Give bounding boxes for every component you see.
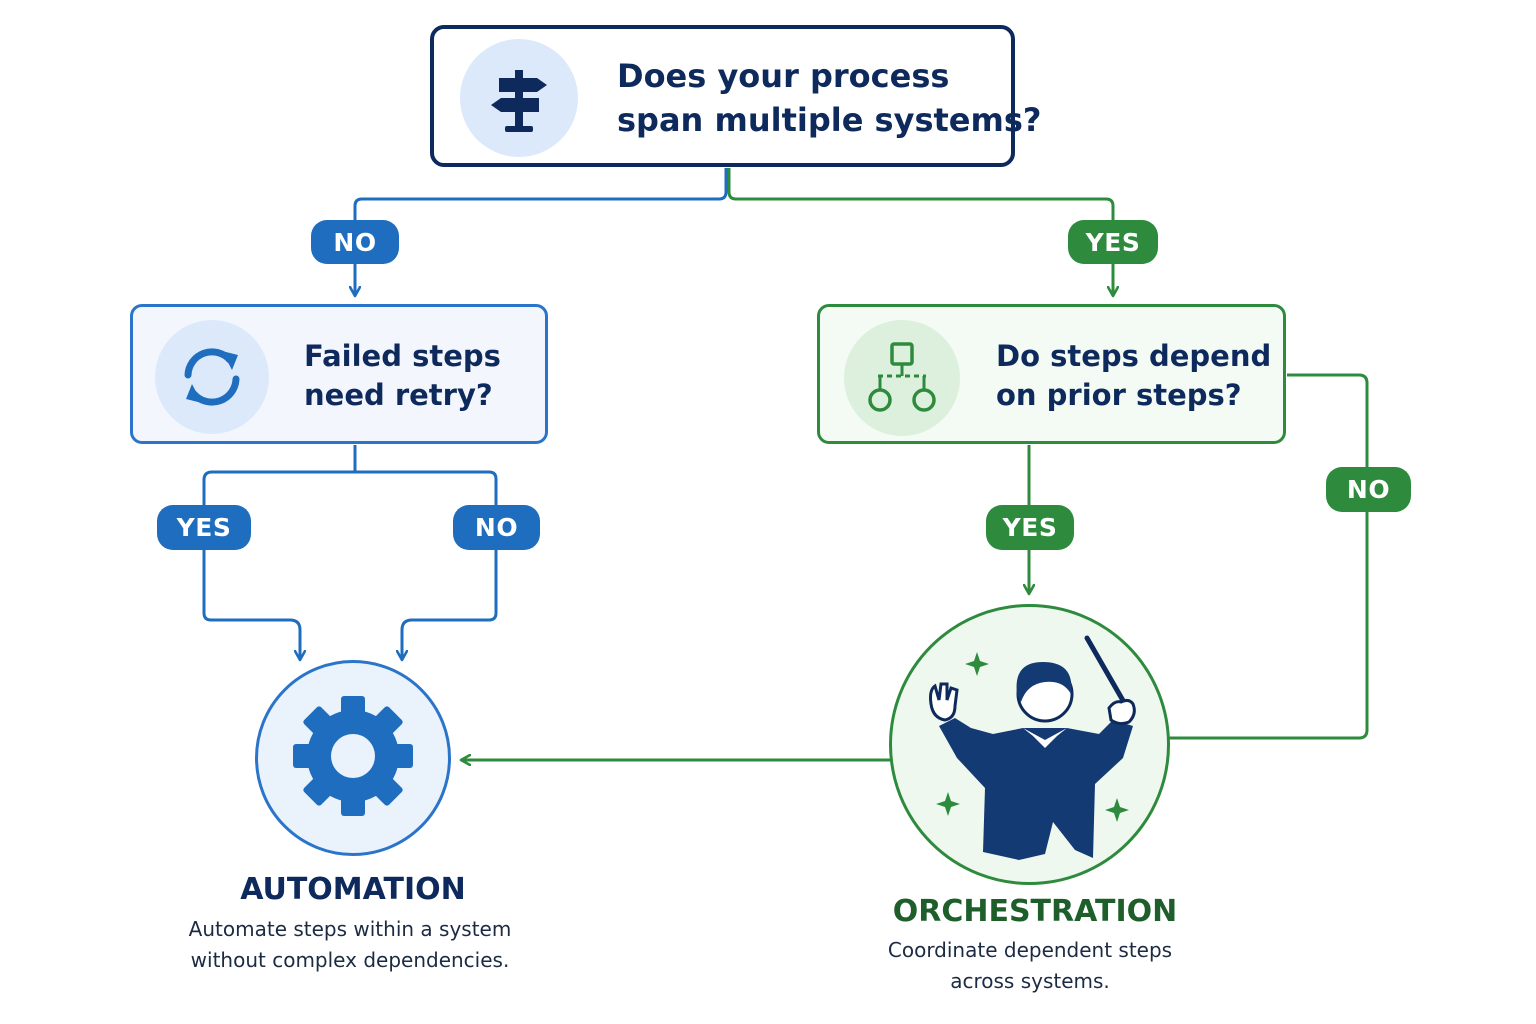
left-question-text: Failed steps need retry? [304, 337, 501, 416]
automation-node [255, 660, 451, 856]
label-top-yes: YES [1068, 220, 1158, 264]
description-line: without complex dependencies. [190, 948, 510, 972]
label-left-yes: YES [157, 505, 251, 550]
label-top-no: NO [311, 220, 399, 264]
right-question-text: Do steps depend on prior steps? [996, 337, 1271, 416]
orchestration-description: Coordinate dependent steps across system… [830, 935, 1230, 997]
connector-left-split [202, 445, 498, 481]
question-line: Do steps depend [996, 339, 1272, 373]
automation-title: AUTOMATION [240, 872, 466, 907]
gear-icon [283, 686, 423, 830]
orchestration-node [889, 604, 1170, 885]
connector-top-to-left [355, 168, 728, 296]
question-line: Does your process [617, 57, 950, 95]
connector-right-no-to-orchestration [1168, 373, 1369, 740]
conductor-icon [895, 608, 1165, 882]
top-question-box: Does your process span multiple systems? [430, 25, 1041, 167]
label-left-no: NO [453, 505, 540, 550]
automation-description: Automate steps within a system without c… [150, 914, 550, 976]
orchestration-title: ORCHESTRATION [892, 894, 1178, 929]
description-line: Automate steps within a system [188, 917, 512, 941]
description-line: Coordinate dependent steps [887, 938, 1173, 962]
top-question-text: Does your process span multiple systems? [617, 55, 1041, 142]
question-line: span multiple systems? [617, 100, 1042, 139]
question-line: on prior steps? [996, 378, 1242, 413]
connector-left-yes-to-automation [202, 480, 300, 660]
left-question-box: Failed steps need retry? [130, 304, 548, 444]
connector-left-no-to-automation [402, 479, 498, 660]
question-line: Failed steps [304, 339, 501, 373]
refresh-icon [155, 320, 269, 434]
right-question-box: Do steps depend on prior steps? [817, 304, 1286, 444]
question-line: need retry? [304, 378, 493, 413]
label-right-yes: YES [986, 505, 1074, 550]
connector-top-to-right [727, 168, 1113, 296]
signpost-icon [460, 39, 578, 157]
dependency-tree-icon [844, 320, 960, 436]
label-right-no: NO [1326, 467, 1411, 512]
description-line: across systems. [950, 969, 1110, 993]
